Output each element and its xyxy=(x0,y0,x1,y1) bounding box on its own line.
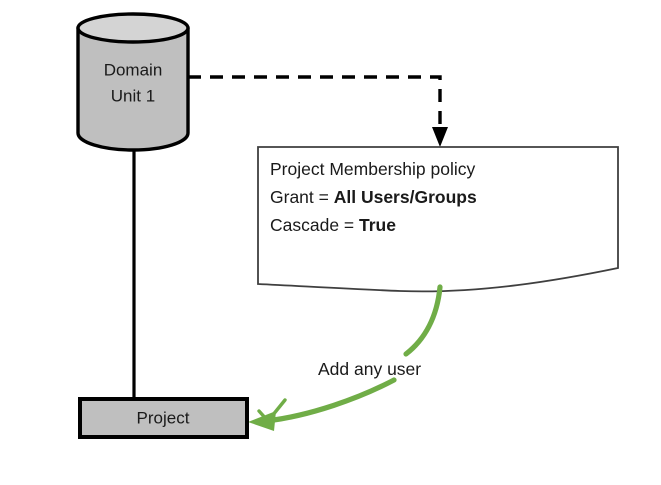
policy-line-2-value: All Users/Groups xyxy=(334,187,477,207)
policy-line-3-prefix: Cascade = xyxy=(270,215,359,235)
checkmark-icon xyxy=(257,398,287,423)
policy-line-1-prefix: Project Membership policy xyxy=(270,159,475,179)
checkmark-glyph xyxy=(257,398,287,423)
policy-document-shape xyxy=(257,146,619,293)
policy-line-1: Project Membership policy xyxy=(270,159,475,179)
connector-domain-to-policy-arrowhead xyxy=(432,127,448,147)
node-project[interactable]: Project xyxy=(78,397,249,439)
connector-policy-to-project xyxy=(248,284,443,431)
cylinder-top-ellipse xyxy=(76,12,190,44)
policy-line-3-value: True xyxy=(359,215,396,235)
policy-line-2: Grant = All Users/Groups xyxy=(270,187,477,207)
connector-policy-to-project-label: Add any user xyxy=(318,359,421,379)
policy-line-2-prefix: Grant = xyxy=(270,187,334,207)
node-domain-unit[interactable]: Domain Unit 1 xyxy=(76,12,190,152)
cylinder-body xyxy=(76,26,190,152)
domain-unit-label-line1: Domain xyxy=(104,60,163,79)
connector-policy-to-project-curve-lower xyxy=(263,377,397,424)
connector-policy-to-project-arrowhead xyxy=(248,411,276,431)
connector-domain-to-policy xyxy=(188,75,448,147)
connector-domain-to-policy-dashed-line xyxy=(188,75,442,132)
project-label: Project xyxy=(137,408,190,427)
project-box xyxy=(78,397,249,439)
policy-line-3: Cascade = True xyxy=(270,215,396,235)
connector-policy-to-project-curve-upper xyxy=(403,284,443,357)
node-policy-document[interactable]: Project Membership policy Grant = All Us… xyxy=(257,146,619,293)
domain-unit-label-line2: Unit 1 xyxy=(111,86,155,105)
